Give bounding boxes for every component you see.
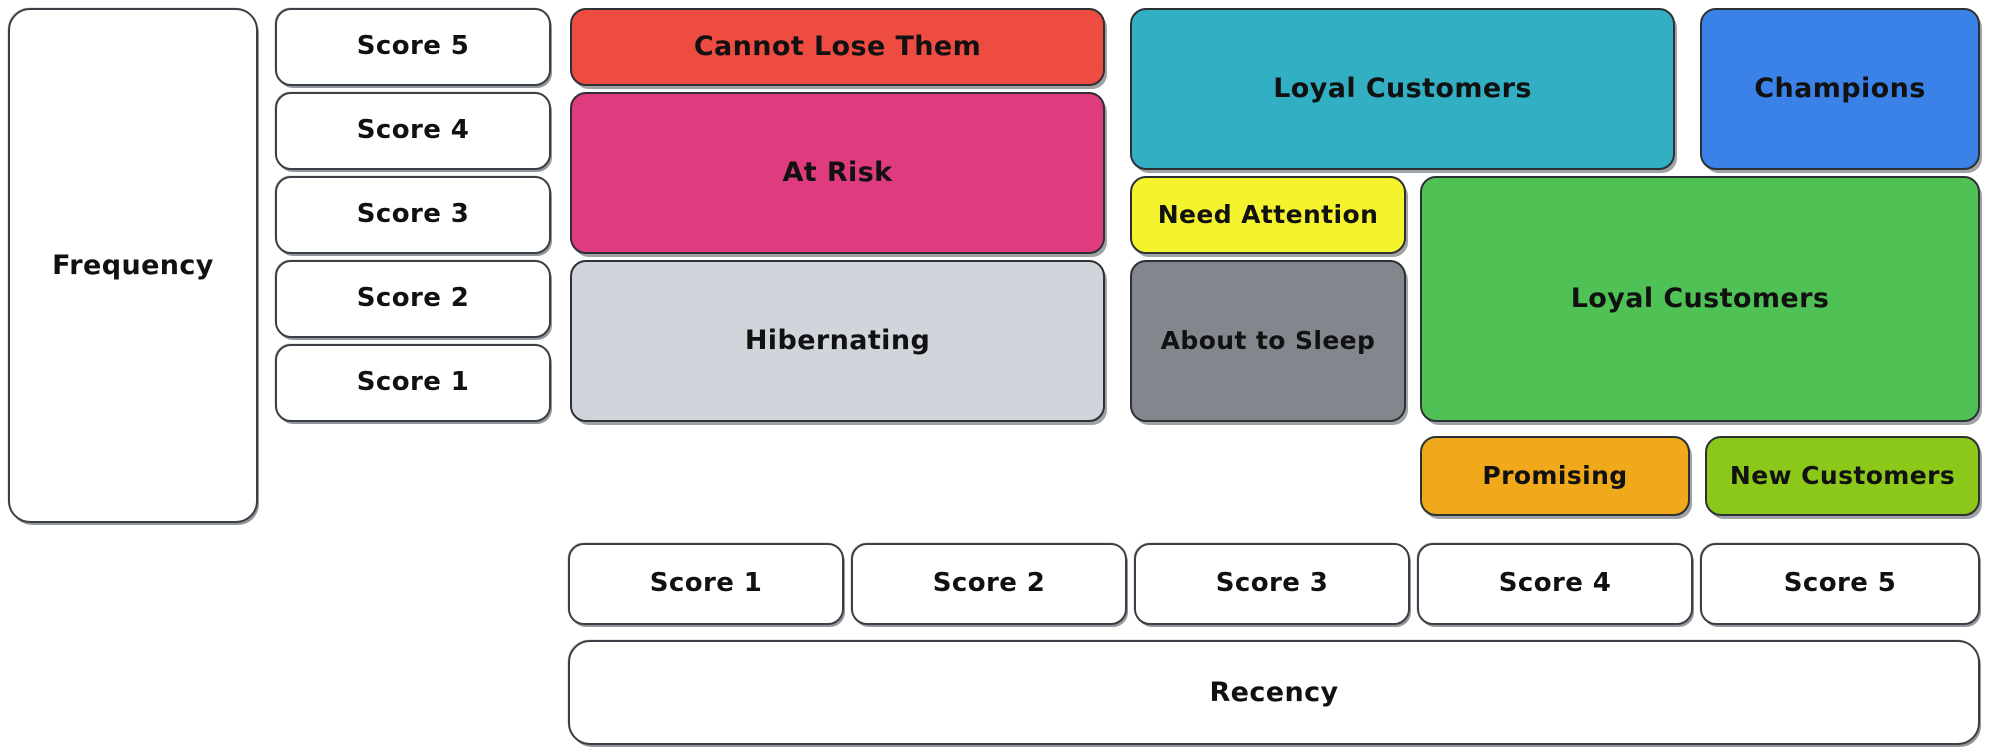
recency-score-5[interactable]: Score 5 [1700,543,1980,625]
segment-champions[interactable]: Champions [1700,8,1980,170]
segment-loyal-customers-green[interactable]: Loyal Customers [1420,176,1980,422]
recency-score-4[interactable]: Score 4 [1417,543,1693,625]
recency-axis-label: Recency [568,640,1980,745]
segment-hibernating[interactable]: Hibernating [570,260,1105,422]
frequency-axis-label: Frequency [8,8,258,523]
segment-about-to-sleep[interactable]: About to Sleep [1130,260,1406,422]
frequency-score-2[interactable]: Score 2 [275,260,551,338]
recency-score-3[interactable]: Score 3 [1134,543,1410,625]
segment-new-customers[interactable]: New Customers [1705,436,1980,516]
segment-need-attention[interactable]: Need Attention [1130,176,1406,254]
recency-score-2[interactable]: Score 2 [851,543,1127,625]
recency-score-1[interactable]: Score 1 [568,543,844,625]
segment-promising[interactable]: Promising [1420,436,1690,516]
frequency-score-3[interactable]: Score 3 [275,176,551,254]
frequency-score-5[interactable]: Score 5 [275,8,551,86]
segment-cannot-lose-them[interactable]: Cannot Lose Them [570,8,1105,86]
segment-loyal-customers-teal[interactable]: Loyal Customers [1130,8,1675,170]
frequency-score-4[interactable]: Score 4 [275,92,551,170]
segment-at-risk[interactable]: At Risk [570,92,1105,254]
frequency-score-1[interactable]: Score 1 [275,344,551,422]
